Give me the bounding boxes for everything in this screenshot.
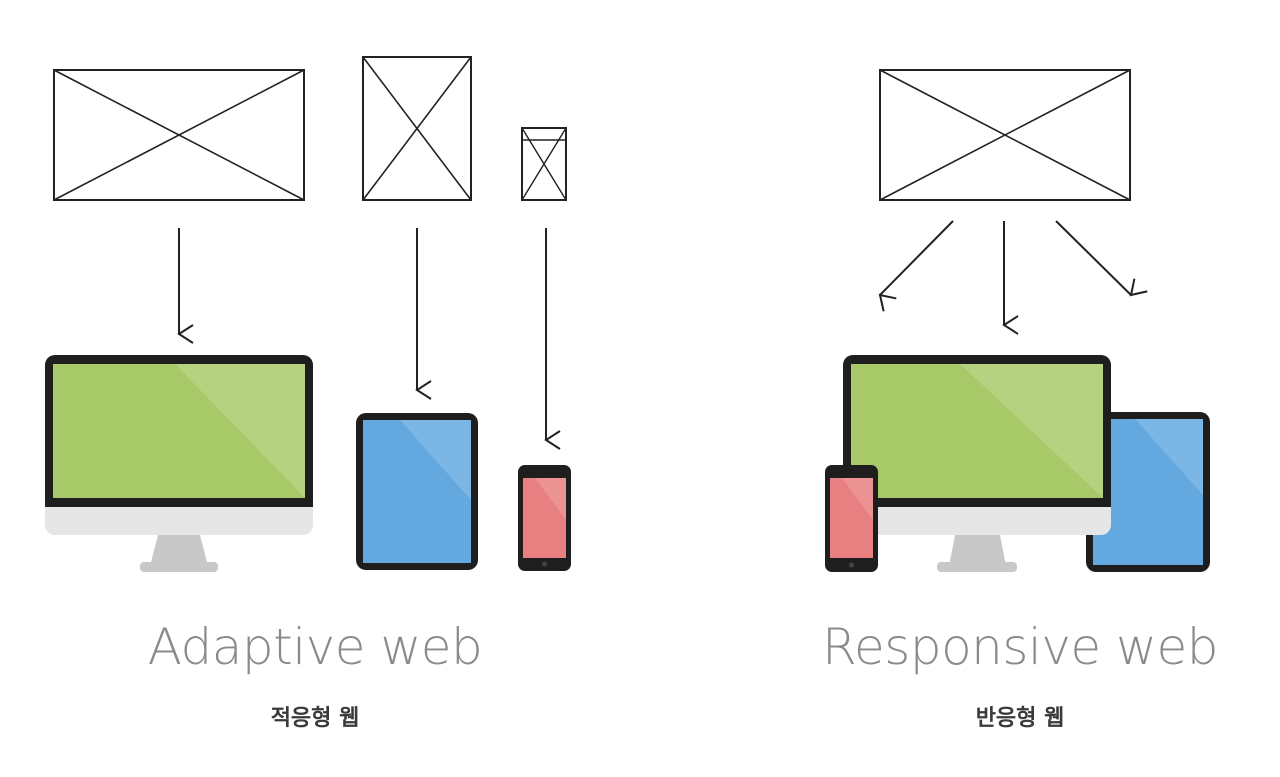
adaptive-web-title: Adaptive web <box>147 618 483 676</box>
responsive-desktop-device <box>843 355 1111 572</box>
adaptive-tablet-device <box>356 413 478 570</box>
responsive-web-title: Responsive web <box>822 618 1218 676</box>
adaptive-wireframe-tablet <box>362 56 472 201</box>
adaptive-desktop-device <box>45 355 313 572</box>
responsive-wireframe <box>879 69 1131 201</box>
adaptive-wireframe-desktop <box>53 69 305 201</box>
responsive-arrow-left <box>878 220 954 312</box>
responsive-arrow-right <box>1055 220 1148 297</box>
adaptive-web-subtitle: 적응형 웹 <box>270 706 360 731</box>
responsive-phone-device <box>825 465 878 572</box>
responsive-tablet-device <box>1086 412 1210 572</box>
responsive-web-subtitle: 반응형 웹 <box>975 706 1065 731</box>
adaptive-phone-device <box>518 465 571 571</box>
adaptive-wireframe-phone <box>521 127 567 201</box>
